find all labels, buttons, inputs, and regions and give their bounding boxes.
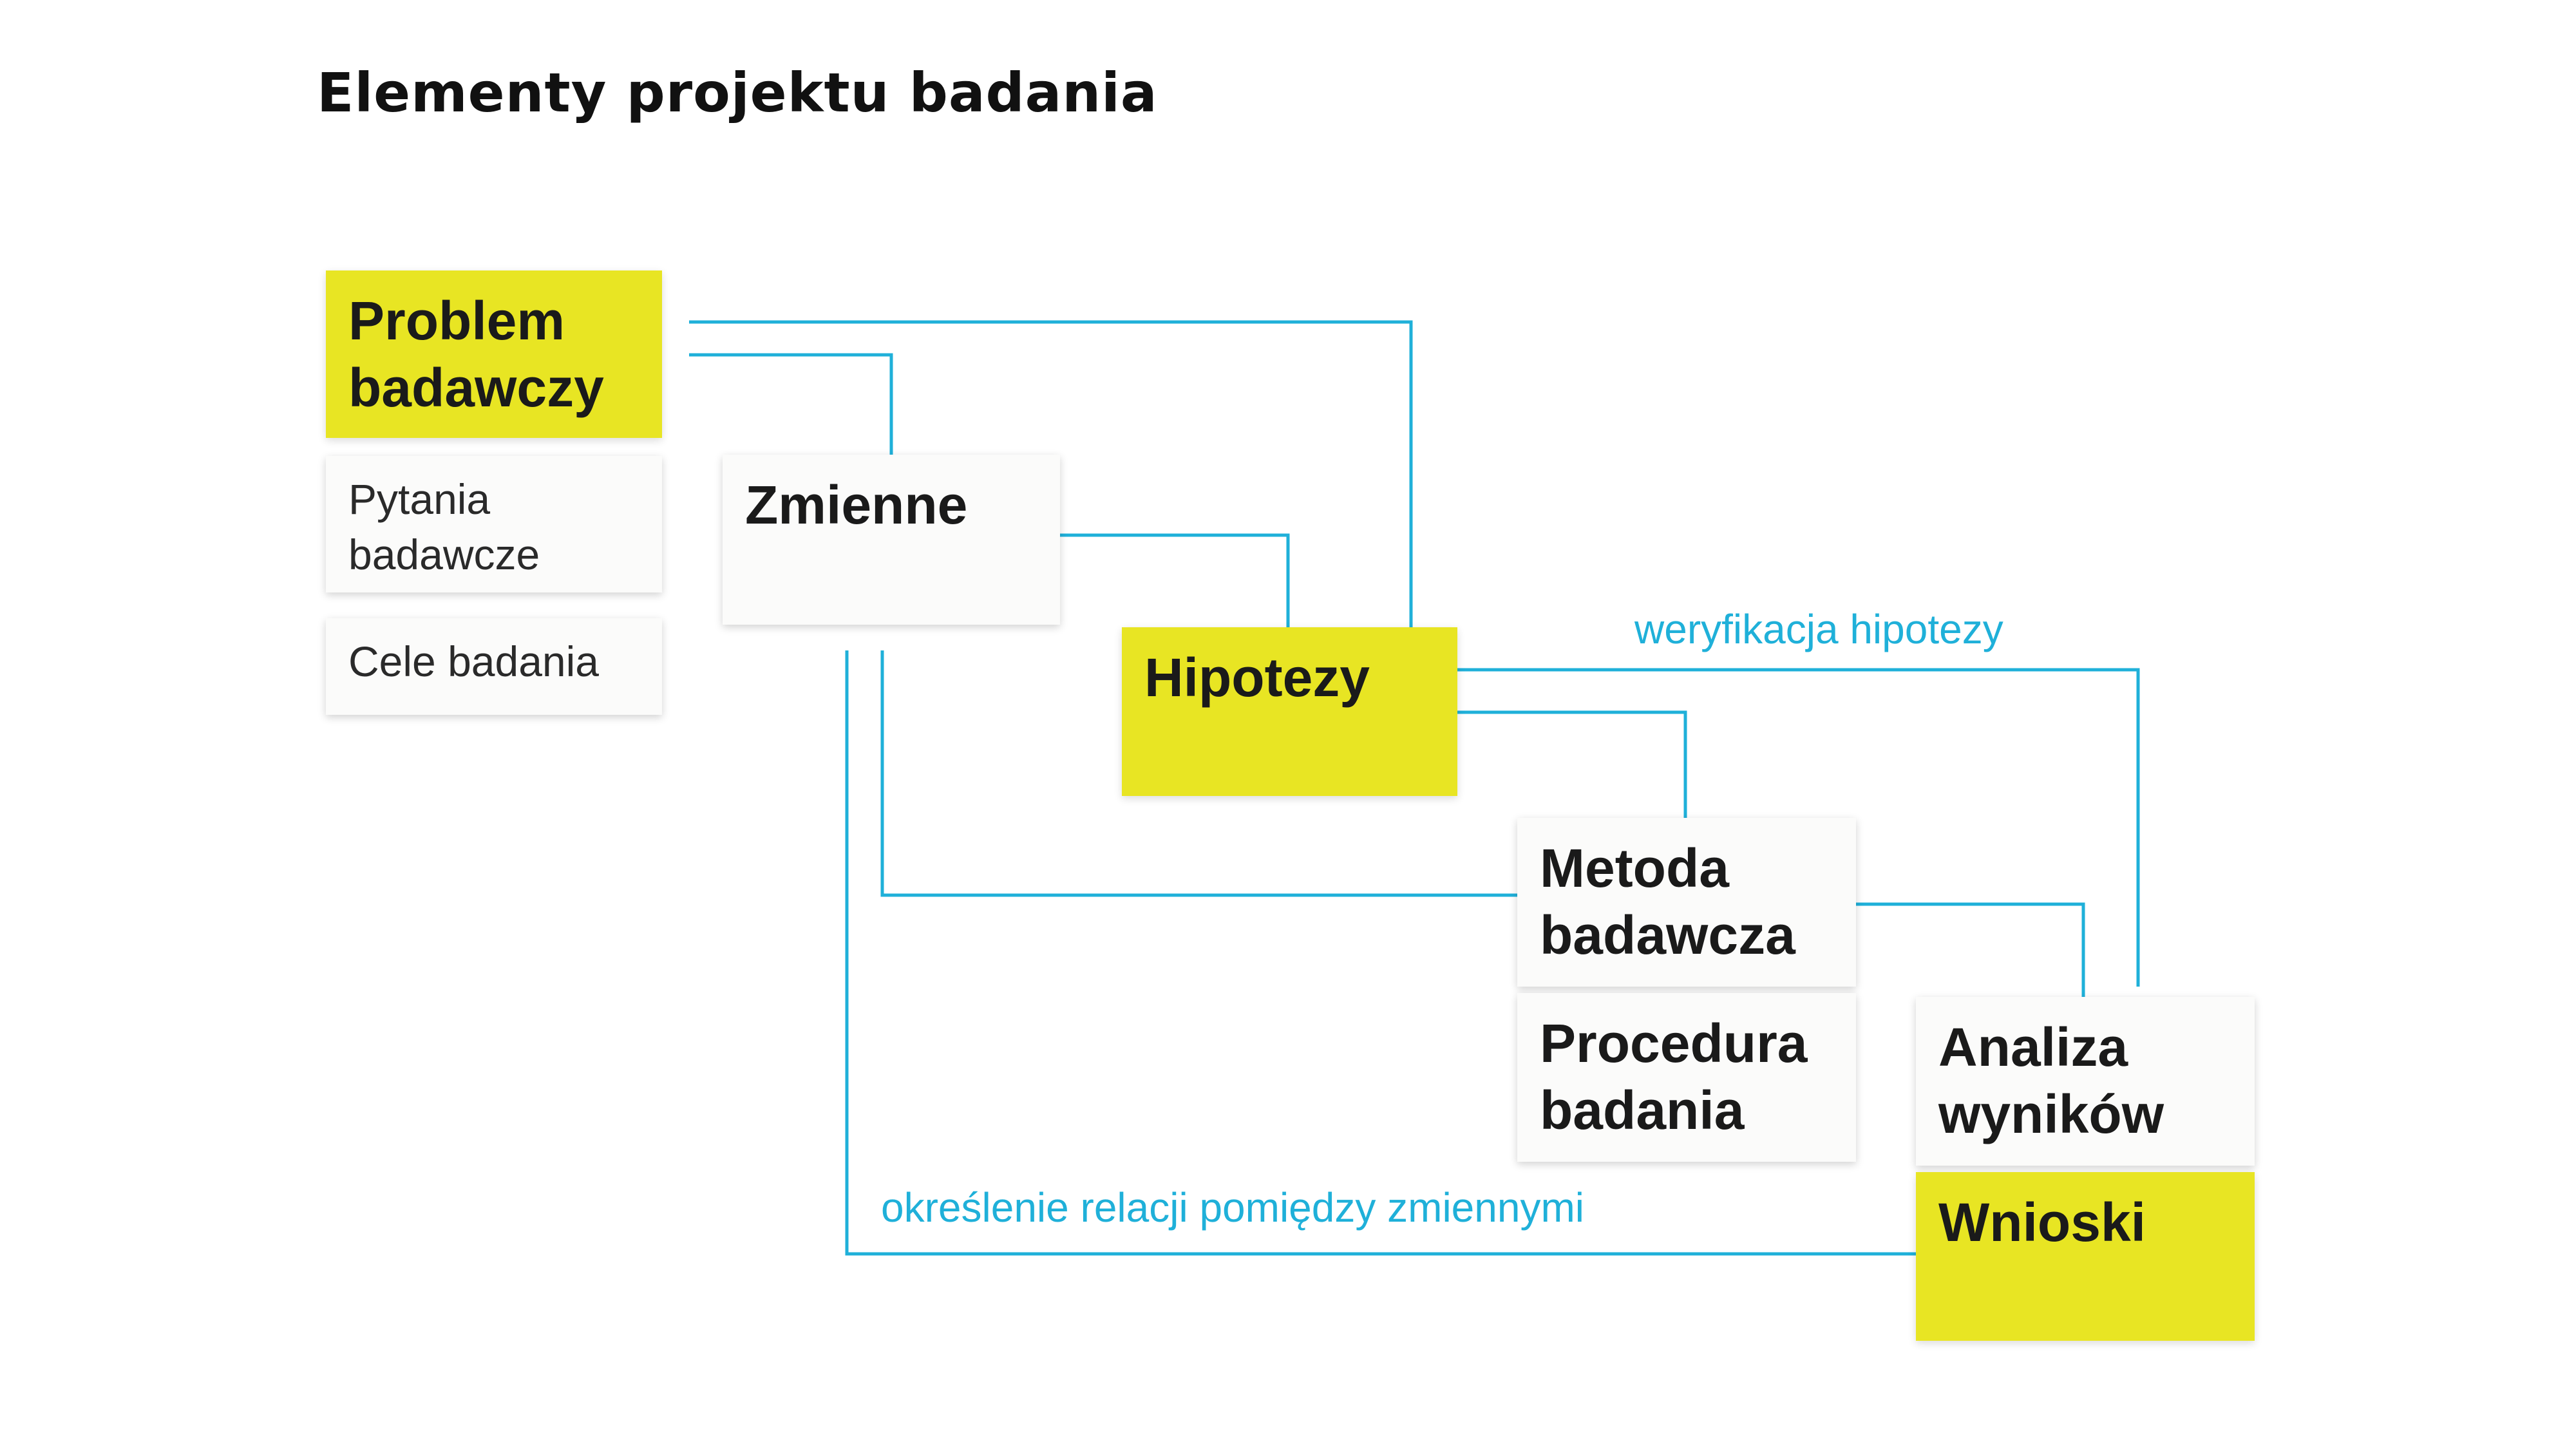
node-pytania-badawcze: Pytania badawcze <box>326 456 662 592</box>
edge-label-weryfikacja: weryfikacja hipotezy <box>1634 606 2003 652</box>
line-hipotezy-metoda <box>1457 710 1687 818</box>
line-metoda-analiza <box>1856 902 2085 997</box>
line-problem-hipotezy <box>689 320 1413 627</box>
node-cele-badania: Cele badania <box>326 618 662 715</box>
line-zmienne-metoda <box>880 650 1517 897</box>
edge-label-okreslenie: określenie relacji pomiędzy zmiennymi <box>881 1184 1584 1231</box>
line-zmienne-hipotezy <box>1060 533 1290 627</box>
line-problem-zmienne <box>689 353 893 455</box>
node-procedura-badania: Procedura badania <box>1517 993 1856 1162</box>
node-label: Metoda badawcza <box>1540 838 1795 965</box>
page-title: Elementy projektu badania <box>317 61 1158 124</box>
node-label: Pytania badawcze <box>348 475 540 578</box>
node-label: Problem badawczy <box>348 290 604 418</box>
node-label: Wnioski <box>1938 1192 2146 1253</box>
node-label: Procedura badania <box>1540 1013 1808 1141</box>
node-label: Zmienne <box>745 475 968 535</box>
node-zmienne: Zmienne <box>723 455 1060 625</box>
node-analiza-wynikow: Analiza wyników <box>1916 997 2255 1166</box>
node-label: Cele badania <box>348 638 599 685</box>
node-label: Hipotezy <box>1144 647 1370 708</box>
line-hipotezy-analiza <box>1457 668 2140 987</box>
node-hipotezy: Hipotezy <box>1122 627 1457 796</box>
node-wnioski: Wnioski <box>1916 1172 2255 1341</box>
node-label: Analiza wyników <box>1938 1017 2164 1144</box>
line-zmienne-wnioski <box>845 650 1916 1256</box>
node-metoda-badawcza: Metoda badawcza <box>1517 818 1856 987</box>
node-problem-badawczy: Problem badawczy <box>326 270 662 438</box>
